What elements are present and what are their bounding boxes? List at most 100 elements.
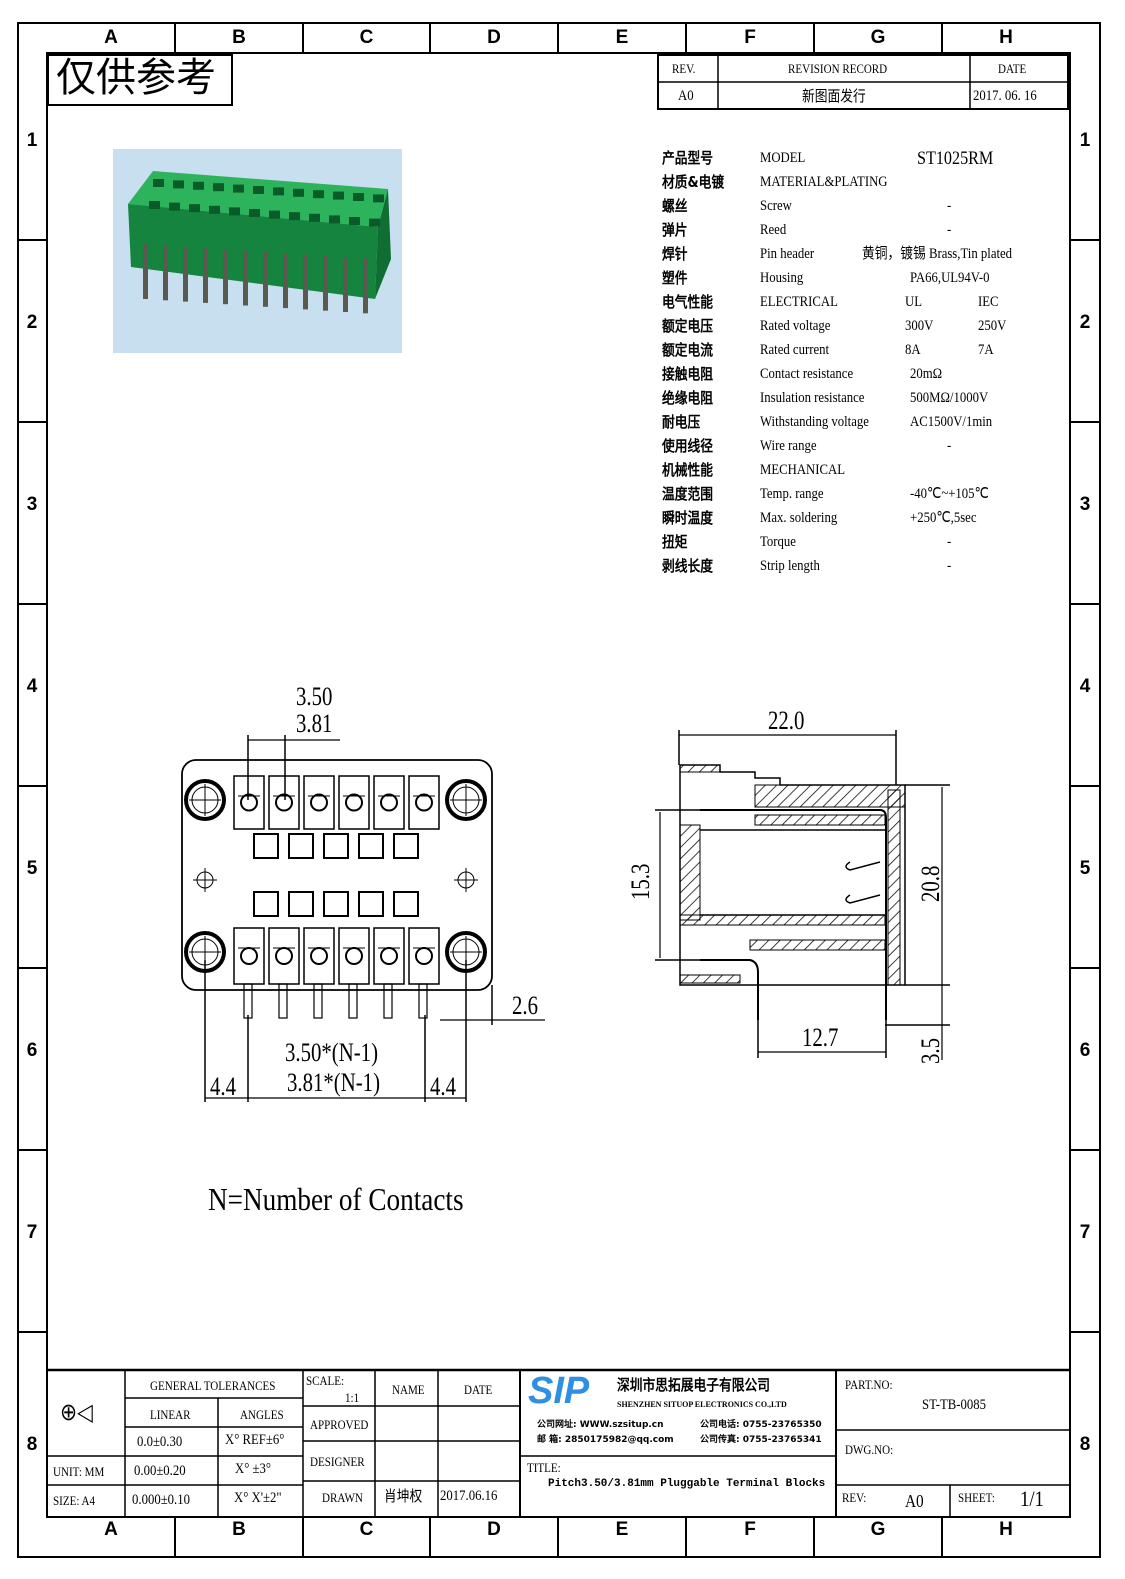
spec-en: Pin header xyxy=(760,246,815,262)
row-label: 5 xyxy=(26,858,38,879)
pin-icon xyxy=(263,251,268,307)
sheet-value: 1/1 xyxy=(1020,1486,1044,1511)
column-label: C xyxy=(359,27,374,48)
designer-label: DESIGNER xyxy=(310,1454,365,1469)
drawing-title: Pitch3.50/3.81mm Pluggable Terminal Bloc… xyxy=(548,1478,826,1490)
angles-label: ANGLES xyxy=(240,1407,284,1422)
watermark-box xyxy=(47,54,233,106)
spec-en: Rated current xyxy=(760,342,830,358)
revision-record-value: 新图面发行 xyxy=(802,87,866,105)
dim-pin-length: 3.5 xyxy=(916,1038,945,1064)
dim-edge-right: 4.4 xyxy=(430,1072,456,1101)
pin-icon xyxy=(203,247,208,303)
column-label: A xyxy=(104,27,118,48)
company-fax: 公司传真: 0755-23765341 xyxy=(700,1435,822,1445)
tol-linear-3: 0.000±0.10 xyxy=(132,1492,190,1508)
tol-linear-1: 0.0±0.30 xyxy=(137,1434,183,1450)
row-label: 6 xyxy=(26,1040,38,1061)
spec-value: ST1025RM xyxy=(917,148,994,169)
row-label: 3 xyxy=(26,494,38,515)
pin-icon xyxy=(343,257,348,312)
spec-en: Housing xyxy=(760,270,804,286)
spec-cn: 螺丝 xyxy=(662,197,688,215)
drawn-name: 肖坤权 xyxy=(384,1487,423,1505)
column-label: H xyxy=(999,27,1013,48)
spec-cn: 温度范围 xyxy=(662,485,714,503)
dim-span-381: 3.81*(N-1) xyxy=(287,1068,381,1097)
dim-pin-span: 15.3 xyxy=(626,863,655,900)
rev-header: REV. xyxy=(672,61,696,76)
dim-pitch-381: 3.81 xyxy=(296,709,333,738)
general-tolerances-label: GENERAL TOLERANCES xyxy=(150,1378,276,1393)
row-label: 1 xyxy=(26,130,38,151)
row-label: 1 xyxy=(1079,130,1091,151)
spec-en: MECHANICAL xyxy=(760,462,845,478)
row-label: 4 xyxy=(26,676,38,697)
tol-linear-2: 0.00±0.20 xyxy=(134,1463,186,1479)
spec-value: -40℃~+105℃ xyxy=(910,486,989,502)
column-label: B xyxy=(232,27,246,48)
linear-label: LINEAR xyxy=(150,1407,191,1422)
column-label: F xyxy=(744,27,756,48)
row-label: 2 xyxy=(26,312,38,333)
company-logo: SIP xyxy=(528,1370,590,1412)
tol-angle-3: X° X'±2" xyxy=(234,1490,282,1506)
spec-cn: 耐电压 xyxy=(662,413,701,431)
company-name-en: SHENZHEN SITUOP ELECTRONICS CO.,LTD xyxy=(617,1400,787,1409)
tol-angle-2: X° ±3° xyxy=(235,1461,271,1477)
spec-value-iec: 7A xyxy=(978,342,994,358)
date-header: DATE xyxy=(998,61,1027,76)
spec-value: - xyxy=(947,222,952,238)
spec-cn: 产品型号 xyxy=(662,149,714,167)
spec-cn: 扭矩 xyxy=(662,533,688,551)
column-label: C xyxy=(359,1519,374,1540)
spec-value: 20mΩ xyxy=(910,366,943,382)
column-label: A xyxy=(104,1519,118,1540)
size-label: SIZE: A4 xyxy=(53,1493,96,1508)
spec-value: 黄铜，镀锡 Brass,Tin plated xyxy=(862,246,1013,262)
row-label: 8 xyxy=(1079,1434,1091,1455)
spec-cn: 使用线径 xyxy=(662,437,714,455)
revision-date-value: 2017. 06. 16 xyxy=(973,88,1037,104)
column-label: F xyxy=(744,1519,756,1540)
spec-value: - xyxy=(947,558,952,574)
spec-value-iec: 250V xyxy=(978,318,1007,334)
spec-cn: 机械性能 xyxy=(662,461,714,479)
dim-width: 22.0 xyxy=(768,706,805,735)
sheet-label: SHEET: xyxy=(958,1490,995,1505)
column-label: G xyxy=(870,27,886,48)
spec-en: MATERIAL&PLATING xyxy=(760,174,888,190)
revision-table xyxy=(657,54,1069,110)
spec-cn: 额定电流 xyxy=(662,341,714,359)
revision-record-header: REVISION RECORD xyxy=(788,61,888,76)
part-no-label: PART.NO: xyxy=(845,1377,893,1392)
unit-label: UNIT: MM xyxy=(53,1464,105,1479)
spec-cn: 塑件 xyxy=(662,269,688,287)
spec-en: Rated voltage xyxy=(760,318,831,334)
row-label: 7 xyxy=(26,1222,38,1243)
spec-value: PA66,UL94V-0 xyxy=(910,270,990,286)
dim-height: 20.8 xyxy=(916,865,945,902)
spec-en: Wire range xyxy=(760,438,817,454)
row-label: 8 xyxy=(26,1434,38,1455)
spec-value: - xyxy=(947,438,952,454)
part-no-value: ST-TB-0085 xyxy=(922,1397,987,1413)
spec-cn: 材质&电镀 xyxy=(662,173,725,191)
spec-value: 8A xyxy=(905,342,921,358)
company-name-cn: 深圳市思拓展电子有限公司 xyxy=(617,1376,771,1394)
spec-en: ELECTRICAL xyxy=(760,294,838,310)
pin-icon xyxy=(243,250,248,306)
tol-angle-1: X° REF±6° xyxy=(225,1432,285,1448)
scale-value: 1:1 xyxy=(345,1390,360,1405)
drawn-date: 2017.06.16 xyxy=(440,1488,498,1504)
drawn-label: DRAWN xyxy=(322,1490,363,1505)
scale-label: SCALE: xyxy=(306,1373,345,1388)
column-label: E xyxy=(615,1519,629,1540)
spec-en: Screw xyxy=(760,198,792,214)
pin-icon xyxy=(323,255,328,311)
column-label: G xyxy=(870,1519,886,1540)
spec-en: Temp. range xyxy=(760,486,824,502)
company-website: 公司网址: WWW.szsitup.cn xyxy=(537,1420,664,1430)
spec-en: Reed xyxy=(760,222,787,238)
watermark-text: 仅供参考 xyxy=(56,55,216,101)
